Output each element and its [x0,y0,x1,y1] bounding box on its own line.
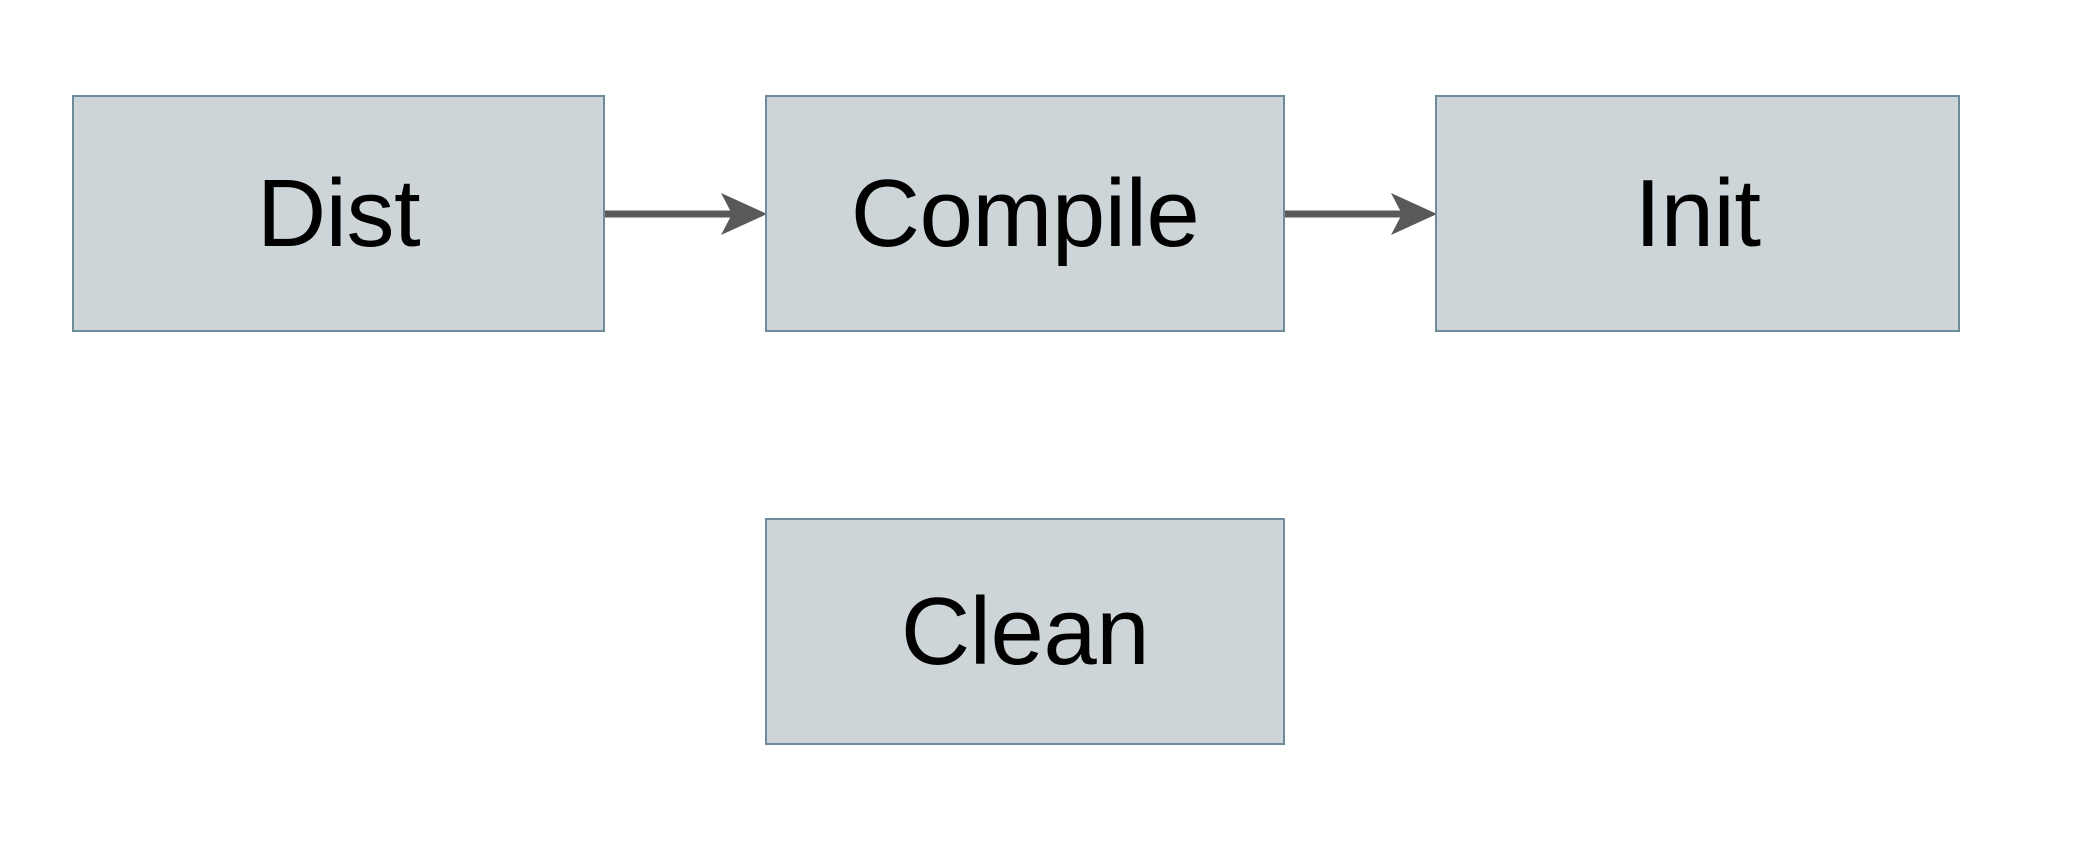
arrow-right-icon [1285,193,1437,235]
node-compile-label: Compile [850,159,1200,267]
node-init[interactable]: Init [1435,95,1960,332]
edge-compile-to-init[interactable] [1285,183,1437,245]
node-clean-label: Clean [900,577,1150,685]
node-clean[interactable]: Clean [765,518,1285,745]
node-init-label: Init [1634,159,1761,267]
edge-dist-to-compile[interactable] [605,183,767,245]
node-dist[interactable]: Dist [72,95,605,332]
node-compile[interactable]: Compile [765,95,1285,332]
node-dist-label: Dist [256,159,421,267]
arrow-right-icon [605,193,767,235]
